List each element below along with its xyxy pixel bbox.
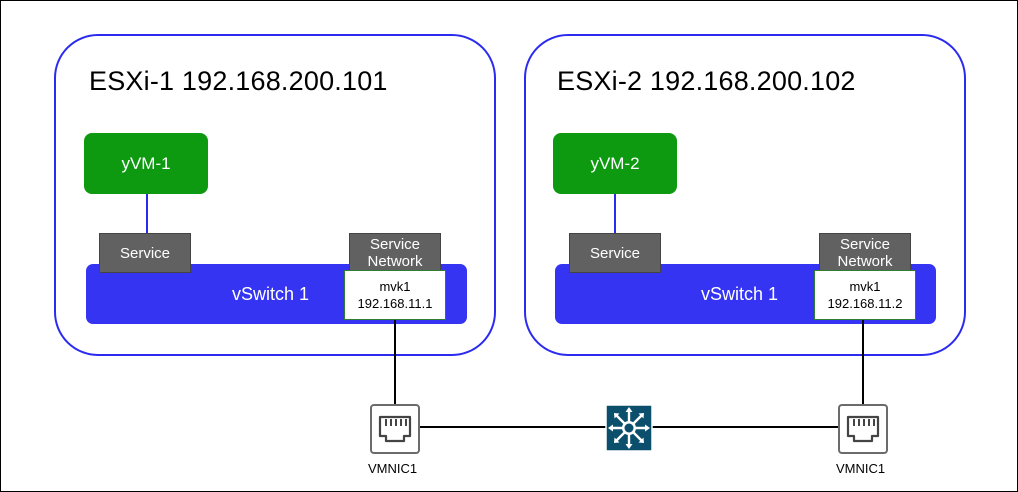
vm-yvm-2[interactable]: yVM-2 — [553, 133, 677, 194]
portgroup-service-host-2[interactable]: Service — [569, 233, 661, 273]
portgroup-service-network-host-2-line1: Service — [839, 236, 891, 253]
vmkernel-host-1-ip: 192.168.11.1 — [357, 296, 433, 311]
network-switch-icon[interactable] — [605, 404, 653, 452]
portgroup-service-network-host-1-line1: Service — [369, 236, 421, 253]
uplink-cable-host-1 — [394, 320, 396, 404]
vmnic1-host-2-label: VMNIC1 — [836, 461, 886, 476]
portgroup-service-network-host-2[interactable]: Service Network — [819, 233, 911, 273]
esxi-host-2-title: ESXi-2 192.168.200.102 — [557, 66, 856, 96]
portgroup-service-host-1[interactable]: Service — [99, 233, 191, 273]
vmkernel-host-1-name: mvk1 — [379, 279, 411, 294]
vswitch-1-host-2-label: vSwitch 1 — [701, 284, 779, 304]
vmkernel-port-host-1[interactable]: mvk1 192.168.11.1 — [344, 270, 446, 320]
vswitch-1-host-1-label: vSwitch 1 — [232, 284, 310, 304]
ethernet-port-icon[interactable] — [370, 404, 420, 454]
vm-yvm-1[interactable]: yVM-1 — [84, 133, 208, 194]
vmkernel-host-2-name: mvk1 — [849, 279, 881, 294]
vmnic1-host-1-label: VMNIC1 — [368, 461, 418, 476]
vmkernel-port-host-2[interactable]: mvk1 192.168.11.2 — [814, 270, 916, 320]
vm1-connector — [146, 193, 148, 235]
portgroup-service-network-host-2-line2: Network — [837, 253, 893, 270]
link-switch-to-nic2 — [652, 426, 838, 428]
portgroup-service-network-host-1-line2: Network — [367, 253, 423, 270]
link-nic1-to-switch — [420, 426, 606, 428]
vmkernel-host-2-ip: 192.168.11.2 — [827, 296, 903, 311]
uplink-cable-host-2 — [862, 320, 864, 404]
vm2-connector — [614, 193, 616, 235]
portgroup-service-network-host-1[interactable]: Service Network — [349, 233, 441, 273]
ethernet-port-icon[interactable] — [838, 404, 888, 454]
esxi-host-1-title: ESXi-1 192.168.200.101 — [89, 66, 388, 96]
